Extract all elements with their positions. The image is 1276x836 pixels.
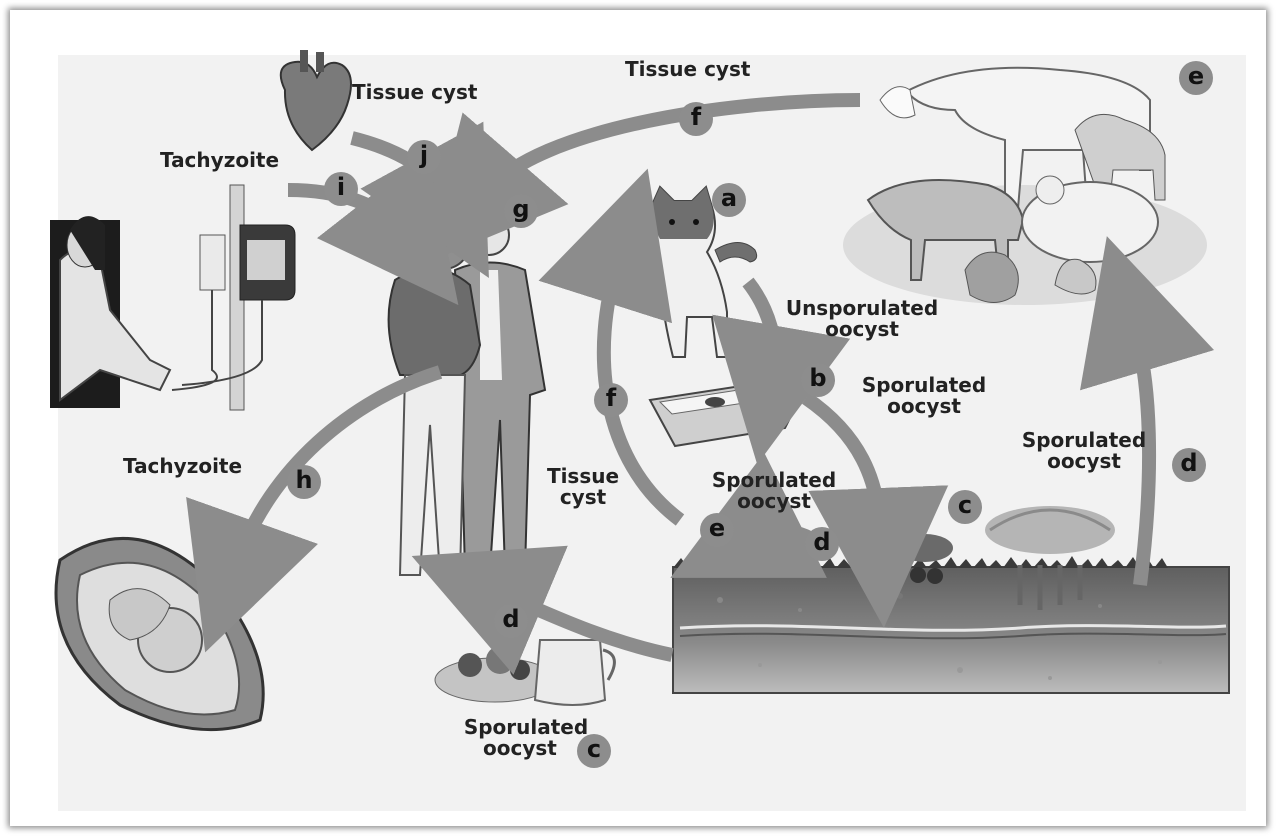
label-sporulated-oocyst-bottom: Sporulated oocyst	[455, 717, 597, 759]
fetus-illustration	[56, 538, 263, 729]
transfusion-illustration	[50, 185, 295, 410]
badge-d-food: d	[494, 604, 528, 638]
badge-f-mid: f	[594, 383, 628, 417]
label-sporulated-b-line1: Sporulated	[853, 375, 995, 396]
badge-j: j	[407, 140, 441, 174]
arrow-a-cat-to-litter	[748, 282, 775, 368]
badge-h: h	[287, 465, 321, 499]
label-tissue-cyst-mid-line1: Tissue	[535, 466, 631, 487]
arrow-f-animals-to-humans	[488, 100, 860, 190]
label-sporulated-b-line2: oocyst	[853, 396, 995, 417]
food-illustration	[435, 640, 614, 705]
label-tissue-cyst-mid: Tissue cyst	[535, 466, 631, 508]
label-tissue-cyst-top: Tissue cyst	[625, 59, 750, 80]
badge-g: g	[504, 194, 538, 228]
label-tachyzoite-transfusion: Tachyzoite	[160, 150, 279, 171]
badge-d-right: d	[1172, 448, 1206, 482]
label-sporulated-right-line2: oocyst	[1013, 451, 1155, 472]
badge-a: a	[712, 183, 746, 217]
badge-e-animals: e	[1179, 61, 1213, 95]
badge-b: b	[801, 363, 835, 397]
label-sporulated-oocyst-right: Sporulated oocyst	[1013, 430, 1155, 472]
badge-c-food: c	[577, 734, 611, 768]
label-sporulated-mid-line2: oocyst	[703, 491, 845, 512]
badge-c-soil: c	[948, 490, 982, 524]
litter-box-illustration	[650, 380, 800, 446]
couple-illustration	[389, 208, 545, 575]
label-sporulated-oocyst-mid: Sporulated oocyst	[703, 470, 845, 512]
heart-illustration	[281, 50, 351, 150]
label-sporulated-mid-line1: Sporulated	[703, 470, 845, 491]
label-tissue-cyst-heart: Tissue cyst	[352, 82, 477, 103]
label-sporulated-bottom-line1: Sporulated	[455, 717, 597, 738]
rodent-illustration	[702, 543, 746, 562]
label-unsporulated-oocyst: Unsporulated oocyst	[775, 298, 949, 340]
label-unsporulated-line1: Unsporulated	[775, 298, 949, 319]
label-tachyzoite-fetus: Tachyzoite	[123, 456, 242, 477]
label-sporulated-oocyst-b: Sporulated oocyst	[853, 375, 995, 417]
label-unsporulated-line2: oocyst	[775, 319, 949, 340]
badge-i: i	[324, 172, 358, 206]
badge-f-top: f	[679, 102, 713, 136]
label-sporulated-right-line1: Sporulated	[1013, 430, 1155, 451]
livestock-illustration	[843, 68, 1207, 305]
badge-e-rodent: e	[700, 513, 734, 547]
label-sporulated-bottom-line2: oocyst	[455, 738, 597, 759]
label-tissue-cyst-mid-line2: cyst	[535, 487, 631, 508]
badge-d-mid: d	[805, 527, 839, 561]
